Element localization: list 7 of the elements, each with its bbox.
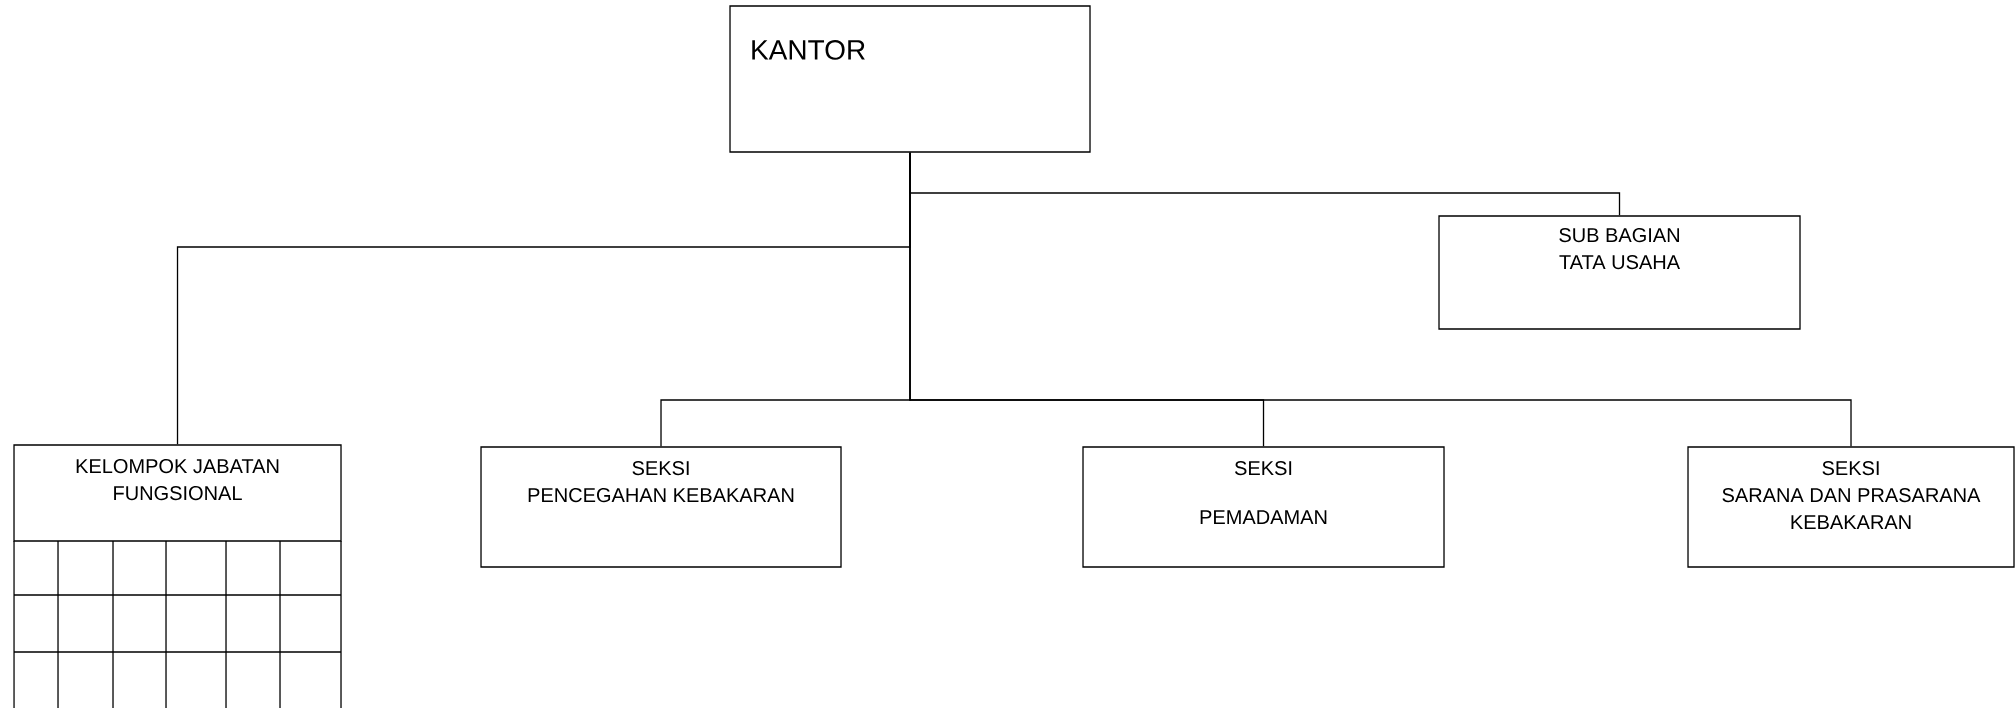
org-box: SEKSI PENCEGAHAN KEBAKARAN — [480, 446, 842, 568]
org-box: KELOMPOK JABATAN FUNGSIONAL — [13, 444, 342, 542]
org-box: SEKSI SARANA DAN PRASARANA KEBAKARAN — [1687, 446, 2015, 568]
org-box: KANTOR — [729, 5, 1091, 153]
connector-line — [909, 152, 1852, 447]
org-box: SEKSI PEMADAMAN — [1082, 446, 1445, 568]
org-box: SUB BAGIAN TATA USAHA — [1438, 215, 1801, 330]
